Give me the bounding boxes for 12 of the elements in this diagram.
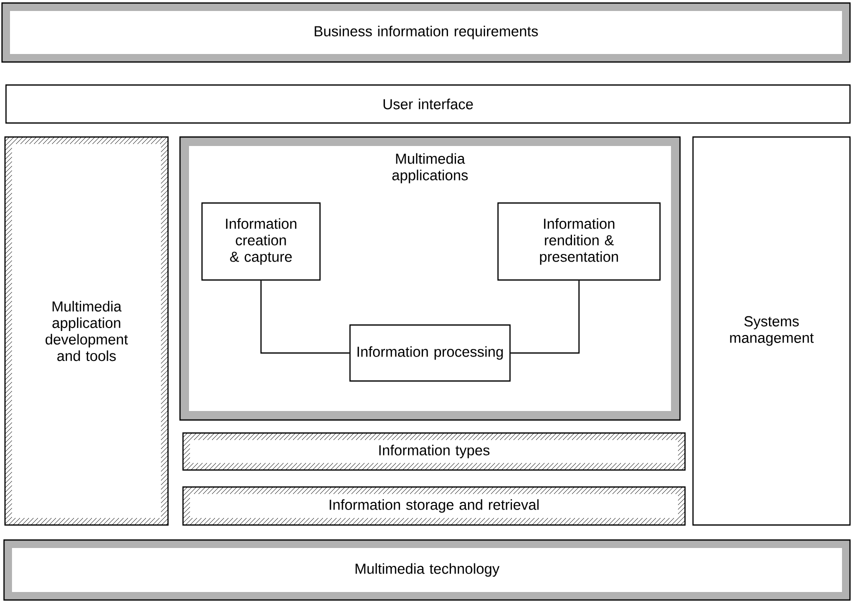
side-panel: Multimedia application development and tools <box>4 136 169 526</box>
layer-band: Information types <box>182 432 686 471</box>
process-box: Information rendition & presentation <box>497 202 661 281</box>
connector-line <box>510 280 580 354</box>
layer-band: Multimedia technology <box>3 539 851 601</box>
process-box: Information creation & capture <box>201 202 321 281</box>
layer-band: User interface <box>5 84 851 124</box>
connector-line <box>260 280 350 354</box>
process-box: Information processing <box>349 324 511 382</box>
layer-band: Information storage and retrieval <box>182 486 686 526</box>
layer-band: Business information requirements <box>1 2 851 63</box>
side-panel: Systems management <box>692 136 851 526</box>
